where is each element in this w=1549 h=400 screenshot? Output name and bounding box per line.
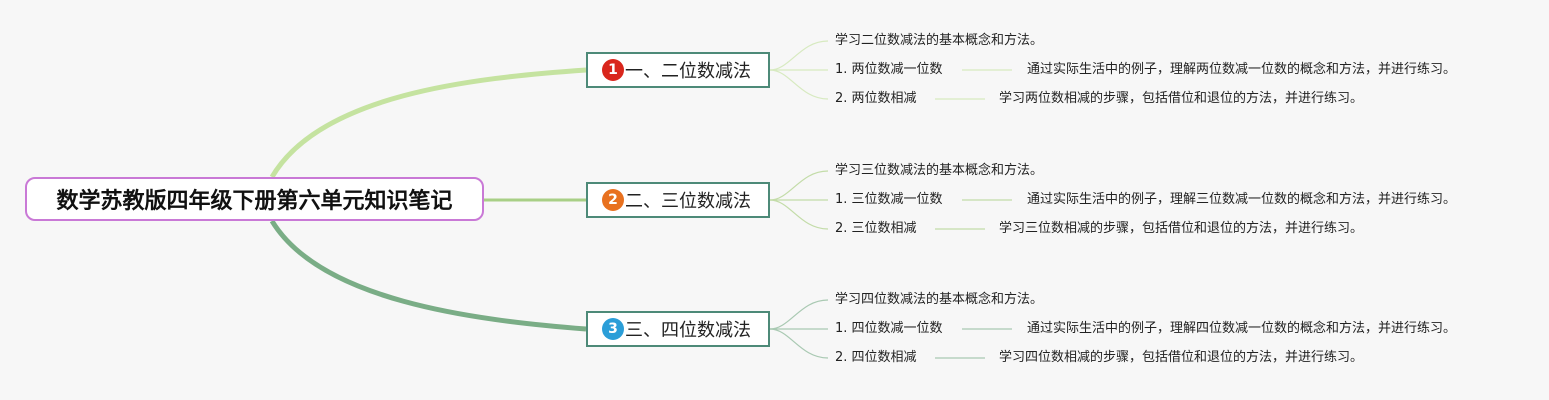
root-topic[interactable]: 数学苏教版四年级下册第六单元知识笔记 xyxy=(25,177,484,221)
priority-3-icon: 3 xyxy=(602,318,624,340)
root-to-branch-3-line xyxy=(269,219,587,332)
branch-2-intro-line xyxy=(769,170,829,201)
branch-2-item-1-label[interactable]: 1. 三位数减一位数 xyxy=(835,192,943,207)
branch-2-item-2-line xyxy=(769,199,829,230)
branch-3-item-1-label[interactable]: 1. 四位数减一位数 xyxy=(835,321,943,336)
root-to-branch-1-line xyxy=(269,67,587,179)
branch-3-intro-line xyxy=(769,299,829,330)
branch-3-item-2-detail[interactable]: 学习四位数相减的步骤，包括借位和退位的方法，并进行练习。 xyxy=(999,350,1364,365)
branch-1-item-1-detail[interactable]: 通过实际生活中的例子，理解两位数减一位数的概念和方法，并进行练习。 xyxy=(1027,62,1457,77)
branch-2-item-2-label[interactable]: 2. 三位数相减 xyxy=(835,221,917,236)
branch-topic-2[interactable]: 2 二、三位数减法 xyxy=(586,182,770,218)
branch-topic-3[interactable]: 3 三、四位数减法 xyxy=(586,311,770,347)
branch-topic-1[interactable]: 1 一、二位数减法 xyxy=(586,52,770,88)
branch-2-intro[interactable]: 学习三位数减法的基本概念和方法。 xyxy=(835,163,1044,178)
branch-1-intro-line xyxy=(769,40,829,71)
branch-2-item-1-detail[interactable]: 通过实际生活中的例子，理解三位数减一位数的概念和方法，并进行练习。 xyxy=(1027,192,1457,207)
branch-title: 一、二位数减法 xyxy=(625,61,751,82)
branch-2-item-2-detail[interactable]: 学习三位数相减的步骤，包括借位和退位的方法，并进行练习。 xyxy=(999,221,1364,236)
priority-2-icon: 2 xyxy=(602,189,624,211)
branch-1-item-2-detail[interactable]: 学习两位数相减的步骤，包括借位和退位的方法，并进行练习。 xyxy=(999,91,1364,106)
priority-1-icon: 1 xyxy=(602,59,624,81)
branch-3-item-1-detail[interactable]: 通过实际生活中的例子，理解四位数减一位数的概念和方法，并进行练习。 xyxy=(1027,321,1457,336)
branch-1-item-1-label[interactable]: 1. 两位数减一位数 xyxy=(835,62,943,77)
branch-1-item-2-label[interactable]: 2. 两位数相减 xyxy=(835,91,917,106)
branch-1-intro[interactable]: 学习二位数减法的基本概念和方法。 xyxy=(835,33,1044,48)
root-title: 数学苏教版四年级下册第六单元知识笔记 xyxy=(56,189,453,214)
branch-3-item-2-line xyxy=(769,328,829,359)
branch-3-intro[interactable]: 学习四位数减法的基本概念和方法。 xyxy=(835,292,1044,307)
branch-3-item-2-label[interactable]: 2. 四位数相减 xyxy=(835,350,917,365)
branch-1-item-2-line xyxy=(769,69,829,100)
branch-title: 三、四位数减法 xyxy=(625,320,751,341)
branch-title: 二、三位数减法 xyxy=(625,191,751,212)
